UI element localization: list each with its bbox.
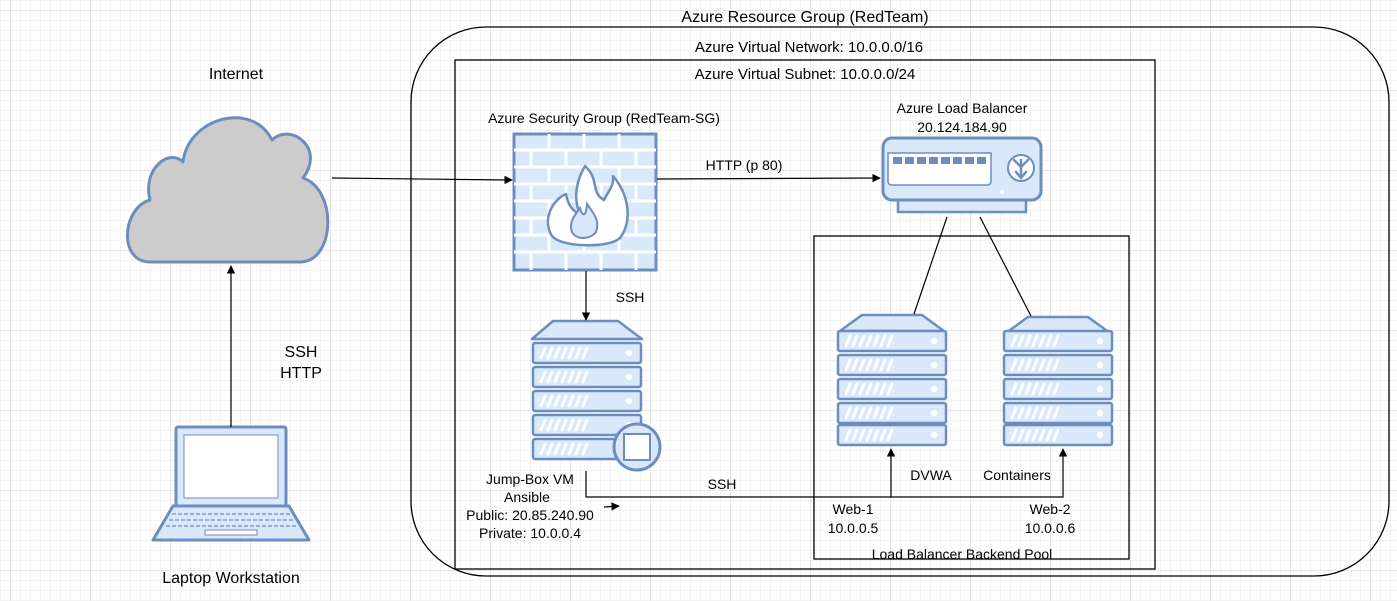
subnet-label: Azure Virtual Subnet: 10.0.0.0/24 bbox=[694, 66, 916, 83]
web1-server-icon bbox=[836, 313, 948, 447]
backend-pool-container bbox=[813, 235, 1130, 560]
jumpbox-public-ip: Public: 20.85.240.90 bbox=[466, 507, 594, 523]
laptop-link-http-label: HTTP bbox=[280, 365, 322, 382]
jumpbox-to-web1-arrow bbox=[585, 448, 896, 498]
backend-pool-label: Load Balancer Backend Pool bbox=[871, 546, 1053, 562]
firewall-to-loadbalancer-arrow bbox=[656, 173, 881, 183]
jumpbox-private-ip: Private: 10.0.0.4 bbox=[479, 525, 581, 541]
web1-ip: 10.0.0.5 bbox=[827, 520, 879, 536]
cloud-icon bbox=[126, 116, 330, 264]
resource-group-label: Azure Resource Group (RedTeam) bbox=[681, 9, 929, 26]
vnet-label: Azure Virtual Network: 10.0.0.0/16 bbox=[694, 39, 924, 56]
laptop-icon bbox=[151, 425, 311, 542]
jumpbox-server-icon bbox=[530, 319, 662, 472]
loadbalancer-to-web1-line bbox=[913, 216, 948, 315]
jumpbox-role: Ansible bbox=[504, 489, 550, 505]
http-link-label: HTTP (p 80) bbox=[705, 157, 783, 173]
resource-group-container bbox=[410, 26, 1390, 577]
web2-app-label: Containers bbox=[983, 467, 1051, 483]
load-balancer-name: Azure Load Balancer bbox=[896, 100, 1028, 116]
web2-server-icon bbox=[1002, 315, 1114, 447]
load-balancer-icon bbox=[881, 136, 1043, 214]
firewall-icon bbox=[512, 132, 658, 272]
load-balancer-ip: 20.124.184.90 bbox=[917, 119, 1007, 135]
jumpbox-to-web2-arrow bbox=[891, 448, 1068, 498]
web1-app-label: DVWA bbox=[910, 467, 952, 483]
virtual-subnet-container bbox=[454, 59, 1156, 570]
small-arrow bbox=[603, 502, 620, 511]
internet-label: Internet bbox=[208, 66, 264, 83]
laptop-link-ssh-label: SSH bbox=[284, 344, 318, 361]
laptop-label: Laptop Workstation bbox=[162, 570, 300, 587]
jumpbox-name: Jump-Box VM bbox=[486, 471, 574, 487]
loadbalancer-to-web2-line bbox=[979, 216, 1032, 317]
web2-name: Web-2 bbox=[1029, 501, 1071, 517]
web1-name: Web-1 bbox=[832, 501, 874, 517]
ssh-sg-link-label: SSH bbox=[615, 289, 645, 305]
ssh-jump-link-label: SSH bbox=[707, 476, 737, 492]
web2-ip: 10.0.0.6 bbox=[1024, 520, 1076, 536]
security-group-label: Azure Security Group (RedTeam-SG) bbox=[488, 110, 720, 126]
internet-to-firewall-arrow bbox=[331, 175, 513, 185]
